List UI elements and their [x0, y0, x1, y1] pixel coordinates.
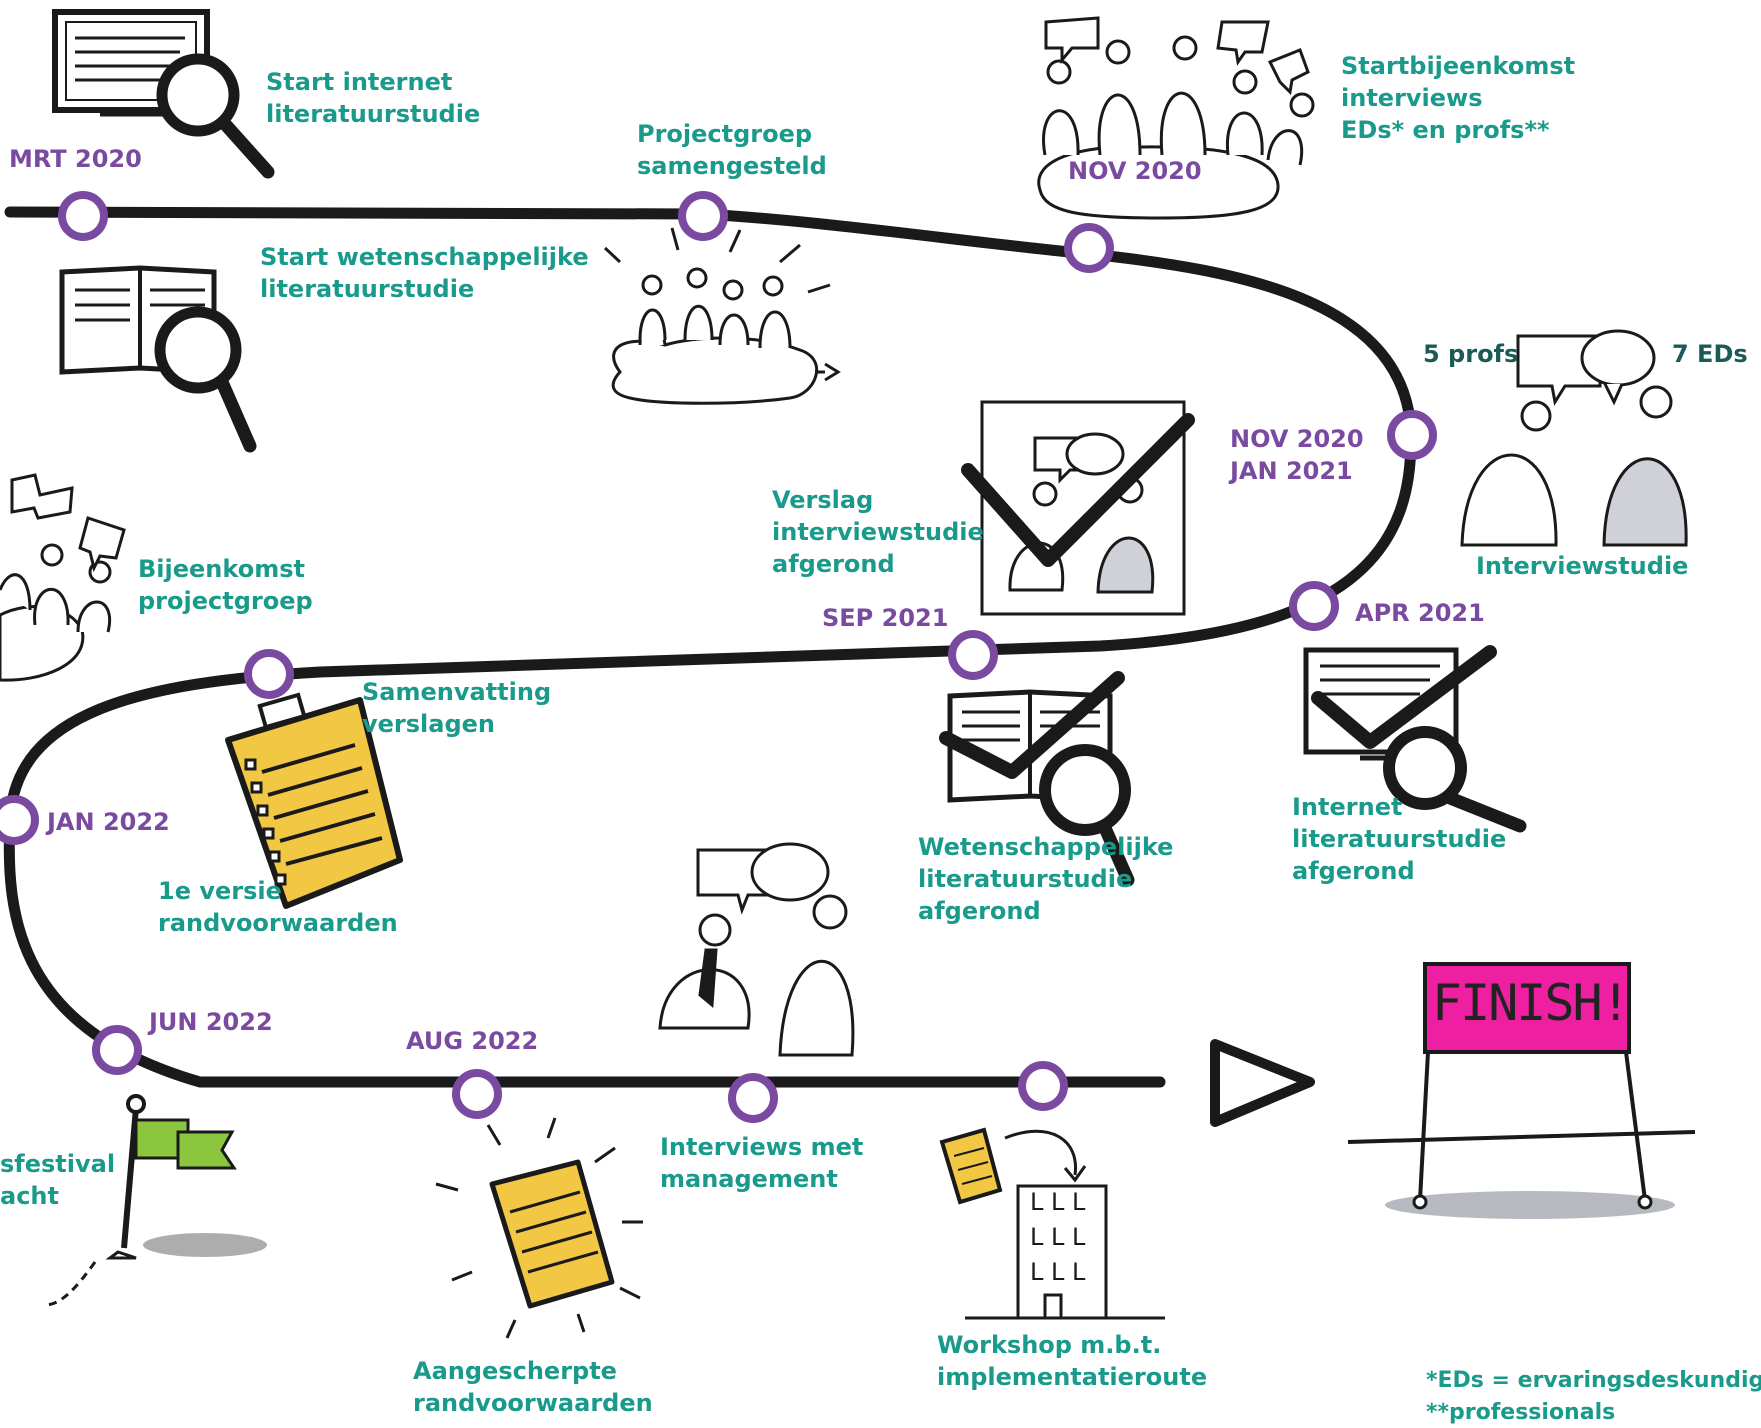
svg-text:L L L: L L L	[1030, 1223, 1086, 1251]
event-interviews-management: Interviews met management	[660, 1131, 863, 1195]
event-line: Samenvatting	[362, 678, 552, 706]
milestone-aug-2022	[452, 1069, 502, 1119]
book-search-icon	[59, 265, 257, 453]
event-line: Wetenschappelijke	[918, 833, 1174, 861]
event-verslag: Verslag interviewstudie afgerond	[772, 484, 984, 580]
milestone-mrt-2020	[58, 191, 108, 241]
event-line: Start wetenschappelijke	[260, 243, 589, 271]
event-line: Bijeenkomst	[138, 555, 305, 583]
event-projectgroep: Projectgroep samengesteld	[637, 118, 827, 182]
book-check-icon	[939, 671, 1135, 887]
milestone-apr-2021	[1289, 581, 1339, 631]
date-aug-2022: AUG 2022	[406, 1027, 539, 1055]
event-line: literatuurstudie	[260, 275, 475, 303]
event-line: sfestival	[0, 1150, 116, 1178]
event-interviewstudie: Interviewstudie	[1476, 552, 1689, 580]
event-line: acht	[0, 1182, 59, 1210]
event-line: samengesteld	[637, 152, 827, 180]
team-icon	[603, 227, 841, 405]
svg-text:L L L: L L L	[1030, 1258, 1086, 1286]
event-line: literatuurstudie	[1292, 825, 1507, 853]
svg-text:L L L: L L L	[1030, 1188, 1086, 1216]
milestone-samenvatting	[244, 649, 294, 699]
event-line: 1e versie	[158, 877, 282, 905]
milestone-interviews-management	[728, 1073, 778, 1123]
event-start-internet: Start internet literatuurstudie	[266, 66, 480, 130]
date-mrt-2020: MRT 2020	[9, 145, 142, 173]
flag-icon	[44, 1094, 267, 1307]
event-line: afgerond	[772, 550, 895, 578]
milestone-nov-2020	[1064, 223, 1114, 273]
footnote-profs: **professionals	[1426, 1400, 1616, 1425]
event-line: Start internet	[266, 68, 453, 96]
event-eerste-versie: 1e versie randvoorwaarden	[158, 875, 398, 939]
event-bijeenkomst: Bijeenkomst projectgroep	[138, 553, 313, 617]
event-startbijeenkomst: Startbijeenkomst interviews EDs* en prof…	[1341, 50, 1575, 146]
footnote-eds: *EDs = ervaringsdeskundig	[1426, 1368, 1761, 1393]
event-line: Startbijeenkomst	[1341, 52, 1576, 80]
event-workshop: Workshop m.b.t. implementatieroute	[937, 1329, 1207, 1393]
date-sep-2021: SEP 2021	[822, 604, 949, 632]
date-jun-2022: JUN 2022	[149, 1008, 273, 1036]
date-apr-2021: APR 2021	[1355, 599, 1485, 627]
milestone-workshop	[1018, 1061, 1068, 1111]
verslag-check-icon	[961, 400, 1195, 616]
event-start-wetenschappelijke: Start wetenschappelijke literatuurstudie	[260, 241, 589, 305]
timeline-road	[3, 206, 1417, 1088]
event-line: management	[660, 1165, 838, 1193]
profs-count: 5 profs	[1423, 340, 1519, 368]
event-line: literatuurstudie	[918, 865, 1133, 893]
milestone-sep-2021	[948, 630, 998, 680]
finish-banner	[1347, 962, 1696, 1219]
event-festival: sfestival acht	[0, 1148, 115, 1212]
date-nov-2020-line1: NOV 2020	[1230, 425, 1364, 453]
milestone-jan-2022	[0, 795, 39, 845]
event-line: Interviews met	[660, 1133, 864, 1161]
event-internet-afgerond: Internet literatuurstudie afgerond	[1292, 791, 1506, 887]
event-line: randvoorwaarden	[413, 1389, 653, 1417]
event-line: Internet	[1292, 793, 1403, 821]
milestone-jun-2022	[92, 1025, 142, 1075]
computer-check-icon	[1303, 645, 1527, 833]
building-icon: L L L L L L L L L	[939, 1127, 1165, 1320]
event-line: interviews	[1341, 84, 1483, 112]
clipboard-icon	[225, 692, 403, 909]
event-line: EDs* en profs**	[1341, 116, 1550, 144]
milestone-projectgroep	[678, 191, 728, 241]
event-line: Aangescherpte	[413, 1357, 617, 1385]
event-line: afgerond	[1292, 857, 1415, 885]
timeline-arrowhead	[1210, 1039, 1315, 1127]
date-jan-2021-line2: JAN 2021	[1230, 457, 1353, 485]
event-line: literatuurstudie	[266, 100, 481, 128]
computer-search-icon	[52, 9, 275, 179]
interviewstudie-icon	[1460, 329, 1688, 547]
date-nov-2020: NOV 2020	[1068, 157, 1202, 185]
date-jan-2022: JAN 2022	[47, 808, 170, 836]
bijeenkomst-icon	[0, 473, 126, 682]
event-line: Verslag	[772, 486, 874, 514]
event-line: verslagen	[362, 710, 496, 738]
eds-count: 7 EDs	[1672, 340, 1748, 368]
clipboard-rays-icon	[435, 1117, 643, 1339]
event-line: implementatieroute	[937, 1363, 1208, 1391]
event-wetenschappelijke-afgerond: Wetenschappelijke literatuurstudie afger…	[918, 831, 1173, 927]
event-line: afgerond	[918, 897, 1041, 925]
event-line: randvoorwaarden	[158, 909, 398, 937]
event-samenvatting: Samenvatting verslagen	[362, 676, 551, 740]
milestone-nov-jan	[1387, 410, 1437, 460]
event-line: interviewstudie	[772, 518, 984, 546]
event-line: projectgroep	[138, 587, 313, 615]
startbijeenkomst-icon	[1037, 16, 1315, 220]
finish-text: FINISH!	[1432, 974, 1631, 1032]
event-line: Workshop m.b.t.	[937, 1331, 1162, 1359]
management-icon	[658, 842, 855, 1057]
event-line: Projectgroep	[637, 120, 813, 148]
event-aangescherpte: Aangescherpte randvoorwaarden	[413, 1355, 653, 1419]
